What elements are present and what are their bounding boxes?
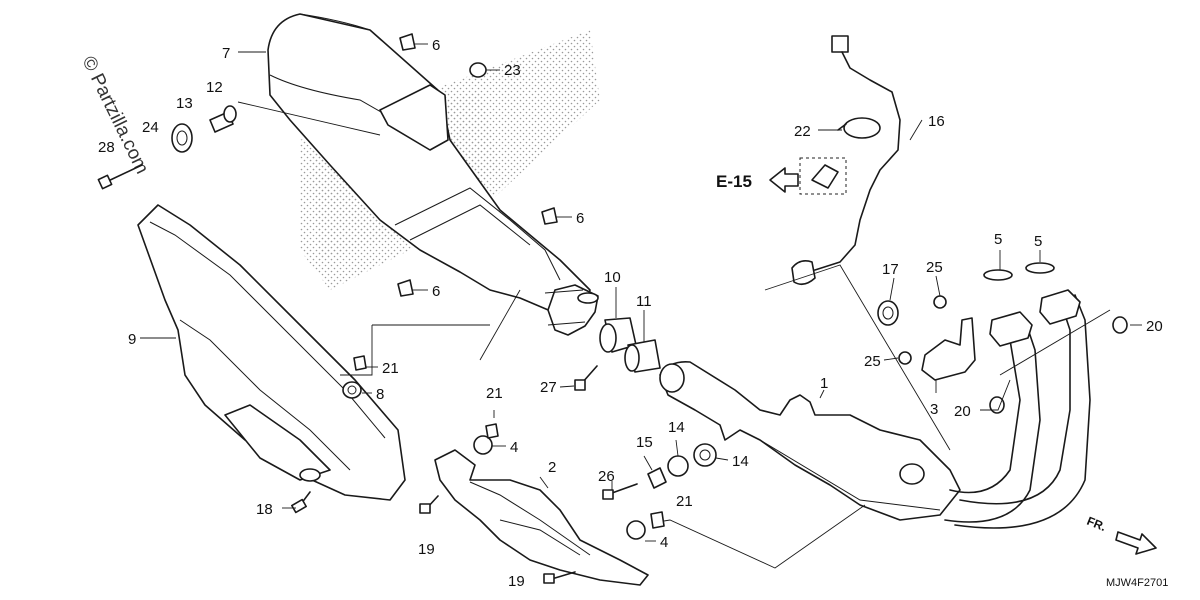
callout-4b: 4 — [660, 534, 668, 551]
callout-11: 11 — [636, 293, 652, 310]
rubber-part-4b[interactable] — [626, 520, 646, 540]
leader-lines — [140, 43, 1142, 569]
callout-21c: 21 — [676, 493, 693, 510]
bolt-part-19a[interactable] — [419, 495, 439, 514]
callout-23: 23 — [504, 62, 521, 79]
reference-arrow[interactable]: E-15 — [716, 167, 799, 193]
callout-25b: 25 — [864, 353, 881, 370]
callout-1: 1 — [820, 375, 828, 392]
clip-part-6c[interactable] — [397, 279, 414, 297]
collar-part-21b[interactable] — [353, 355, 367, 371]
nut-part-17[interactable] — [877, 300, 899, 326]
o2-sensor-part-16[interactable] — [791, 35, 901, 286]
callout-8: 8 — [376, 386, 384, 403]
callout-6c: 6 — [432, 283, 440, 300]
callout-12: 12 — [206, 79, 223, 96]
nut-part-8[interactable] — [342, 381, 362, 399]
front-label: FR. — [1085, 514, 1108, 534]
rubber-part-14b[interactable] — [693, 443, 717, 467]
callout-2: 2 — [548, 459, 556, 476]
callout-21a: 21 — [382, 360, 399, 377]
callout-13: 13 — [176, 95, 193, 112]
watermark: © Partzilla.com — [78, 53, 153, 177]
callout-6a: 6 — [432, 37, 440, 54]
rubber-part-14a[interactable] — [667, 455, 689, 477]
bolt-part-19b[interactable] — [543, 571, 576, 584]
callout-7: 7 — [222, 45, 230, 62]
gasket-part-5b[interactable] — [1025, 262, 1055, 274]
callout-14a: 14 — [668, 419, 685, 436]
callout-28: 28 — [98, 139, 115, 156]
diagram-code: MJW4F2701 — [1106, 577, 1168, 589]
exhaust-pipe-part-1[interactable] — [659, 289, 1091, 529]
bolt-part-20a[interactable] — [1112, 316, 1128, 334]
callout-14b: 14 — [732, 453, 749, 470]
muffler-part-7[interactable] — [267, 13, 599, 336]
heat-guard-part-9[interactable] — [137, 204, 406, 501]
reference-label: E-15 — [716, 172, 752, 191]
bracket-part-3[interactable] — [921, 317, 976, 381]
callout-3: 3 — [930, 401, 938, 418]
callout-27: 27 — [540, 379, 557, 396]
lower-guard-part-2[interactable] — [434, 449, 649, 586]
bolt-part-27[interactable] — [574, 365, 598, 391]
callout-15: 15 — [636, 434, 653, 451]
callout-5b: 5 — [1034, 233, 1042, 250]
bolt-part-20b[interactable] — [989, 396, 1005, 414]
collar-part-21c[interactable] — [650, 511, 665, 529]
callout-22: 22 — [794, 123, 811, 140]
callout-5a: 5 — [994, 231, 1002, 248]
callout-24: 24 — [142, 119, 159, 136]
clip-part-6b[interactable] — [541, 207, 558, 225]
reference-box — [799, 157, 847, 195]
callout-21b: 21 — [486, 385, 503, 402]
seal-part-10[interactable] — [599, 317, 637, 353]
front-direction-arrow: FR. — [1085, 514, 1157, 555]
bolt-part-25b[interactable] — [898, 351, 912, 365]
callout-16: 16 — [928, 113, 945, 130]
clip-part-6a[interactable] — [399, 33, 416, 51]
callout-6b: 6 — [576, 210, 584, 227]
bolt-part-28[interactable] — [97, 164, 143, 190]
gasket-part-11[interactable] — [624, 339, 661, 373]
callout-10: 10 — [604, 269, 621, 286]
callout-4a: 4 — [510, 439, 518, 456]
callout-labels: 7 6 23 12 13 24 28 6 6 9 21 8 10 11 27 2… — [98, 37, 1163, 590]
callout-19a: 19 — [418, 541, 435, 558]
collar-part-12[interactable] — [209, 105, 237, 133]
callout-17: 17 — [882, 261, 899, 278]
callout-19b: 19 — [508, 573, 525, 590]
callout-26: 26 — [598, 468, 615, 485]
callout-20a: 20 — [1146, 318, 1163, 335]
bolt-part-18[interactable] — [291, 491, 311, 514]
callout-25a: 25 — [926, 259, 943, 276]
rubber-part-4a[interactable] — [473, 435, 493, 455]
collar-part-21a[interactable] — [485, 423, 499, 439]
clamp-part-22[interactable] — [837, 117, 881, 139]
grommet-part-13[interactable] — [171, 123, 193, 153]
gasket-part-5a[interactable] — [983, 269, 1013, 281]
callout-20b: 20 — [954, 403, 971, 420]
callout-9: 9 — [128, 331, 136, 348]
callout-18: 18 — [256, 501, 273, 518]
collar-part-15[interactable] — [647, 467, 667, 489]
bolt-part-26[interactable] — [602, 483, 638, 500]
bolt-part-25a[interactable] — [933, 295, 947, 309]
nut-part-23[interactable] — [469, 62, 487, 78]
